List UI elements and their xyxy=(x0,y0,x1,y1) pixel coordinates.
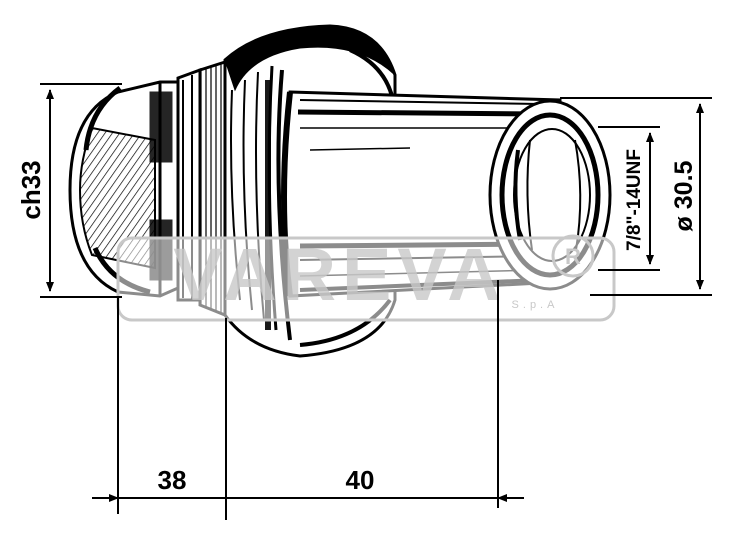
dimension-lines xyxy=(40,83,712,520)
watermark: VAREVA S.p.A R xyxy=(116,233,616,322)
diameter-label: ø 30.5 xyxy=(670,160,698,231)
length-left-label: 38 xyxy=(158,465,187,495)
watermark-brand: VAREVA xyxy=(173,233,506,316)
watermark-frame xyxy=(116,236,616,322)
length-right-label: 40 xyxy=(346,465,375,495)
watermark-suffix: S.p.A xyxy=(512,299,559,311)
registered-mark: R xyxy=(551,234,595,278)
svg-text:R: R xyxy=(565,244,581,269)
dimension-labels: ch33 ø 30.5 7/8"-14UNF 38 40 xyxy=(16,149,698,495)
hex-size-label: ch33 xyxy=(16,160,46,219)
thread-label: 7/8"-14UNF xyxy=(624,149,645,251)
